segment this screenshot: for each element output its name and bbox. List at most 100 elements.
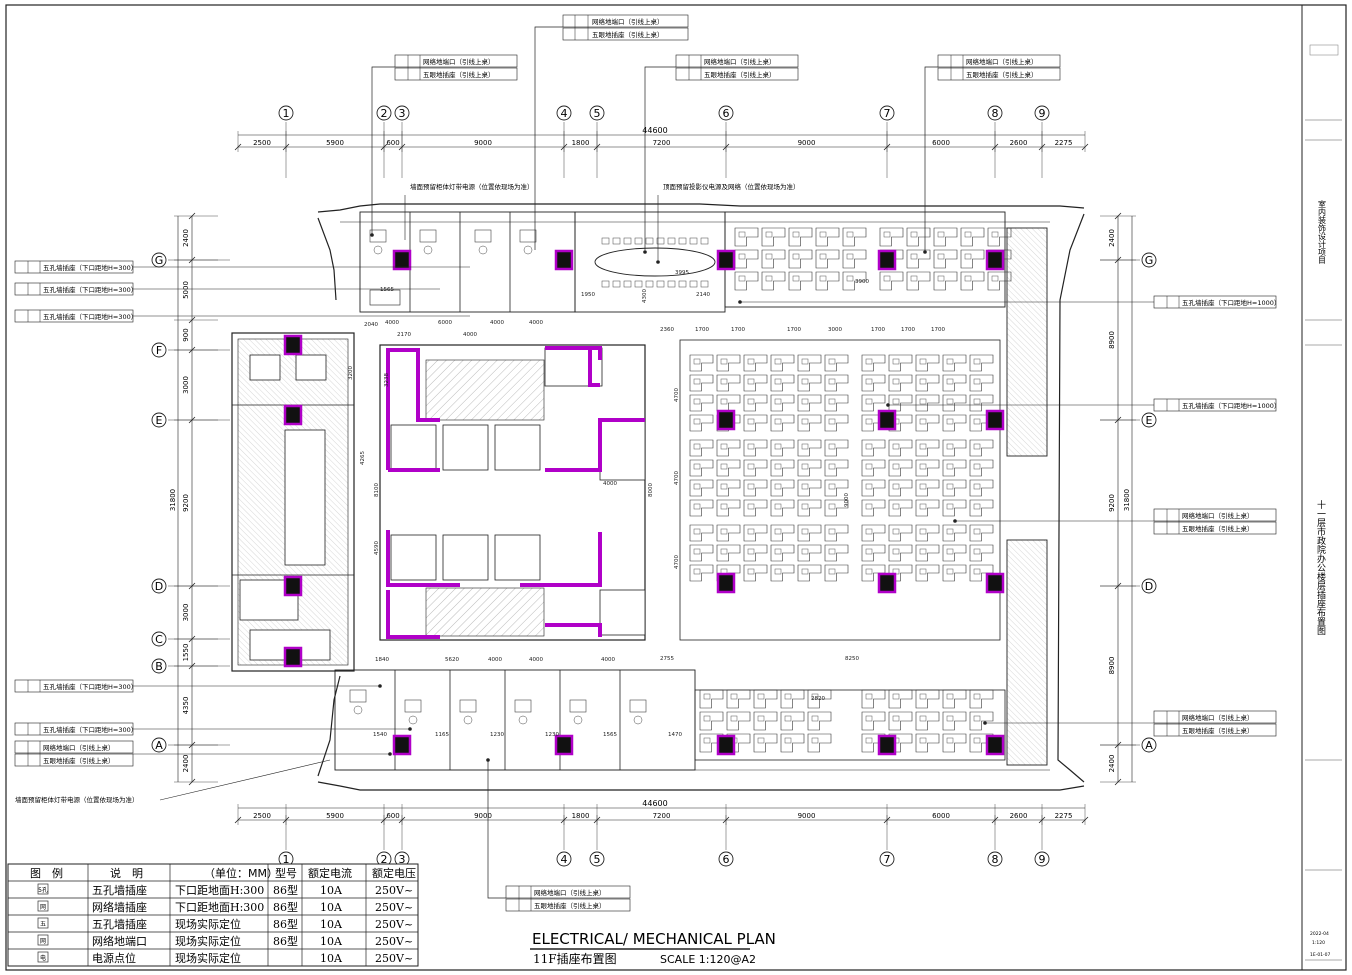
interior-dim-value: 4265	[360, 451, 366, 465]
dim-value: 5000	[182, 281, 190, 299]
interior-dim-value: 1840	[375, 657, 389, 663]
desk	[770, 439, 795, 457]
desk	[699, 733, 724, 753]
legend-cell-voltage: 250V~	[375, 952, 413, 965]
desk	[815, 227, 840, 247]
desk	[716, 479, 741, 497]
desk	[888, 689, 913, 709]
chair	[946, 443, 954, 450]
callout-net-floor-4: 网络地端口（引线上桌）	[966, 57, 1038, 66]
callout-left-3: 五孔墙插座（下口距地H=300）	[14, 309, 470, 323]
desk	[987, 271, 1012, 291]
desk	[915, 374, 940, 392]
chair	[828, 418, 836, 425]
chair	[910, 275, 918, 282]
title-sub: 11F插座布置图	[533, 951, 617, 966]
chair	[937, 231, 945, 238]
desk	[888, 524, 913, 542]
room-desk	[514, 699, 532, 713]
callout-right-net-3: 网络地端口（引线上桌）	[1182, 511, 1254, 520]
outlet-marker	[554, 734, 574, 756]
axis-label: 7	[884, 853, 891, 866]
desk	[888, 354, 913, 372]
chair	[865, 483, 873, 490]
outlet-marker	[985, 249, 1005, 271]
desk	[915, 544, 940, 562]
desk	[788, 271, 813, 291]
chair	[828, 398, 836, 405]
outlet-marker	[716, 409, 736, 431]
desk	[807, 711, 832, 731]
chair	[693, 418, 701, 425]
desk	[969, 479, 994, 497]
callout-top-2: 网络地端口（引线上桌） 五眼地插座（引线上桌）	[371, 54, 518, 235]
legend-h-unit: （单位：MM）	[204, 866, 278, 880]
axis-label: 5	[594, 107, 601, 120]
chair	[693, 568, 701, 575]
axis-label: 3	[399, 853, 406, 866]
callout-wall-cabinet-b: 墙面预留柜体灯带电源（位置依现场为准）	[15, 795, 139, 804]
desk	[770, 394, 795, 412]
axis-label: A	[1145, 739, 1153, 752]
desk	[969, 354, 994, 372]
chair	[811, 715, 819, 722]
outlet-marker	[283, 404, 303, 426]
desk	[879, 271, 904, 291]
dim-value: 9000	[798, 139, 816, 147]
callout-five-floor-2: 五眼地插座（引线上桌）	[423, 70, 495, 79]
axis-bubble	[589, 105, 605, 121]
axis-label: 4	[561, 107, 568, 120]
desk	[915, 524, 940, 542]
desk	[888, 459, 913, 477]
legend-symbol-icon	[37, 917, 49, 929]
desk	[743, 439, 768, 457]
desk	[716, 524, 741, 542]
desk	[969, 439, 994, 457]
desk	[842, 227, 867, 247]
desk	[770, 374, 795, 392]
chair	[693, 483, 701, 490]
chair	[693, 398, 701, 405]
chair	[973, 737, 981, 744]
desk	[842, 249, 867, 269]
desk	[942, 394, 967, 412]
chair	[946, 418, 954, 425]
chair	[656, 280, 665, 288]
desk	[824, 459, 849, 477]
interior-dim-value: 3200	[348, 366, 354, 380]
interior-dim-value: 1700	[787, 327, 801, 333]
chair	[801, 443, 809, 450]
desk	[969, 544, 994, 562]
axis-label: 3	[399, 107, 406, 120]
callout-net-floor-1: 网络地端口（引线上桌）	[592, 17, 664, 26]
interior-dim-value: 1230	[545, 732, 559, 738]
desk	[969, 524, 994, 542]
desk	[770, 524, 795, 542]
interior-dim-value: 4000	[385, 320, 399, 326]
legend-cell-current: 10A	[320, 901, 343, 914]
legend-symbol: 网	[40, 938, 46, 945]
legend-h-current: 额定电流	[308, 866, 352, 880]
chair	[919, 463, 927, 470]
callout-bottom-five: 五眼地插座（引线上桌）	[534, 901, 606, 910]
axis-bubble	[151, 342, 167, 358]
desk	[969, 711, 994, 731]
workstation-desks	[689, 227, 1012, 753]
desk	[906, 271, 931, 291]
desk	[807, 733, 832, 753]
chair	[819, 231, 827, 238]
dim-total: 44600	[642, 799, 667, 808]
chair	[693, 378, 701, 385]
chair	[892, 715, 900, 722]
desk	[915, 711, 940, 731]
desk	[942, 711, 967, 731]
chair	[973, 443, 981, 450]
chair	[774, 378, 782, 385]
desk	[734, 249, 759, 269]
chair	[919, 483, 927, 490]
axis-bubble	[394, 105, 410, 121]
interior-dim-value: 1950	[581, 292, 595, 298]
axis-bubble	[718, 851, 734, 867]
axis-bubble	[1141, 578, 1157, 594]
